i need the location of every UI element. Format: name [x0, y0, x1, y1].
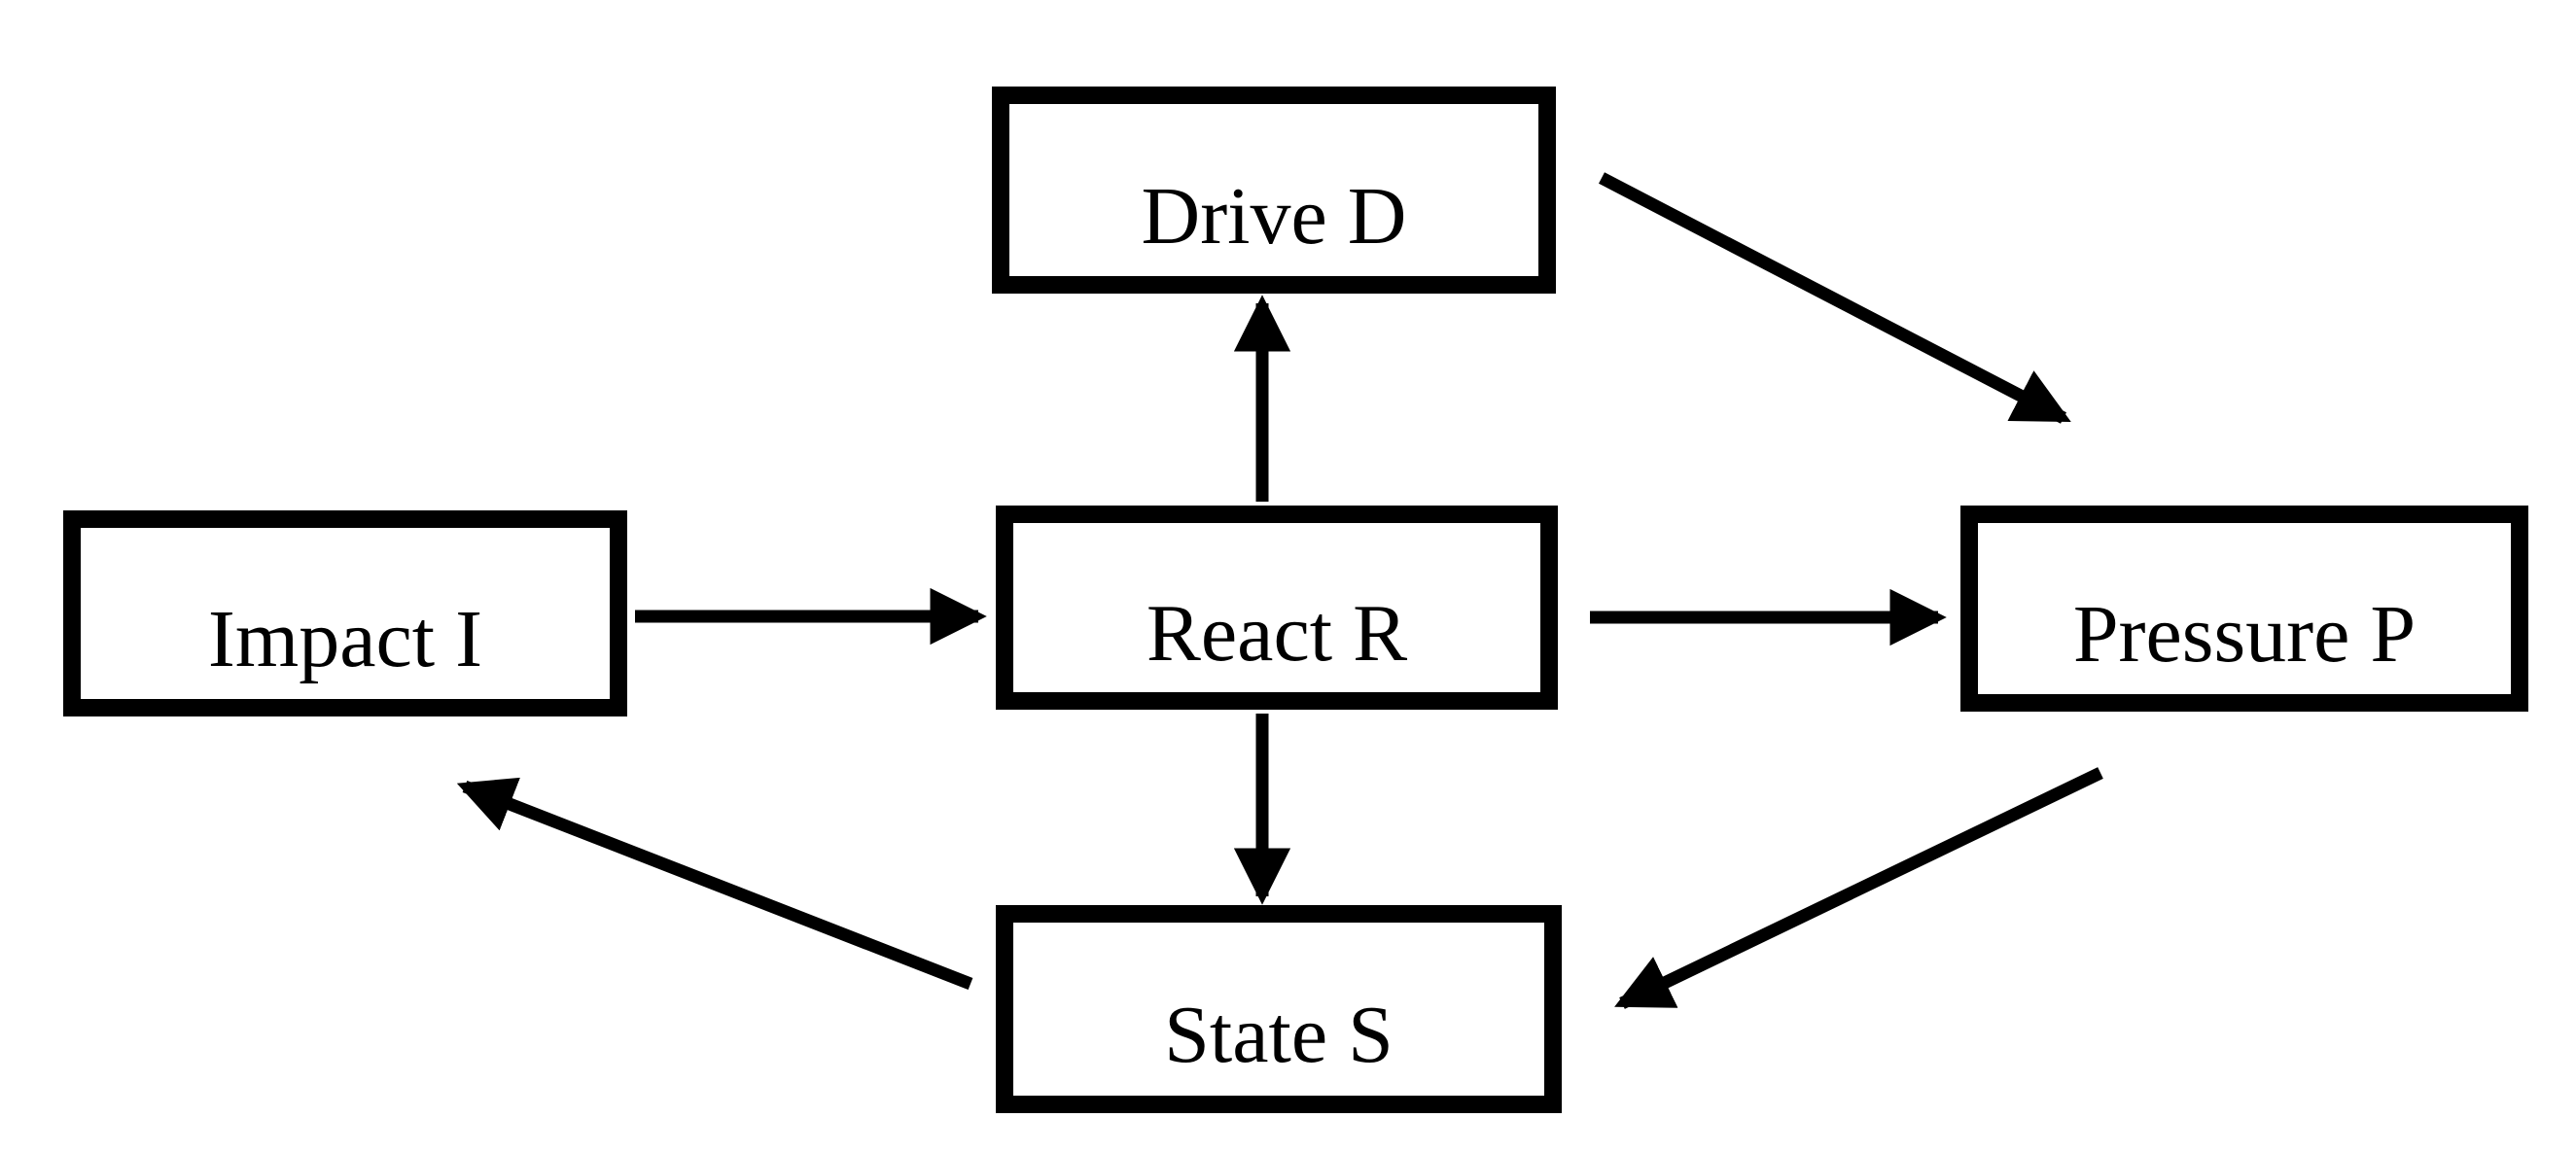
node-state: State S — [996, 905, 1562, 1113]
node-react: React R — [996, 506, 1558, 710]
node-pressure-label: Pressure P — [2072, 589, 2417, 680]
node-state-label: State S — [1164, 990, 1394, 1080]
arrow-pressure-to-state — [1614, 767, 2103, 1009]
node-react-label: React R — [1146, 588, 1408, 679]
node-pressure: Pressure P — [1960, 506, 2528, 712]
node-impact-label: Impact I — [207, 594, 483, 684]
node-drive-label: Drive D — [1141, 170, 1407, 262]
arrow-drive-to-pressure — [1599, 172, 2071, 424]
arrow-group — [456, 172, 2103, 1009]
arrow-state-to-impact — [456, 777, 973, 991]
node-drive: Drive D — [992, 87, 1556, 294]
node-impact: Impact I — [63, 510, 627, 716]
